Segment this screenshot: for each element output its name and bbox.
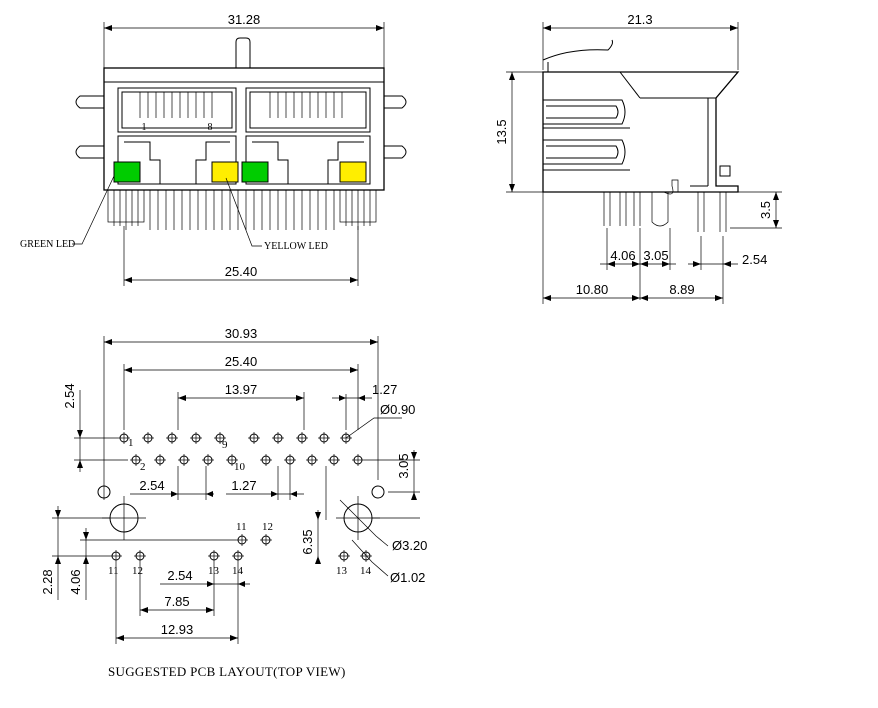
mount-hole-left xyxy=(97,485,111,499)
pin-11-lower: 11 xyxy=(108,565,119,577)
pcb-mid-span: 13.97 xyxy=(225,382,258,397)
port-right xyxy=(245,87,371,185)
side-dim-a: 4.06 xyxy=(610,248,635,263)
green-led-right xyxy=(241,161,269,183)
pad-row-2 xyxy=(130,454,364,466)
pcb-peg-height: 6.35 xyxy=(300,529,315,554)
side-dim-b: 3.05 xyxy=(643,248,668,263)
pcb-led-span-a: 7.85 xyxy=(164,594,189,609)
pin-10: 10 xyxy=(234,461,246,473)
pcb-layout-caption: SUGGESTED PCB LAYOUT(TOP VIEW) xyxy=(108,664,346,679)
pcb-boss-dia: Ø3.20 xyxy=(392,538,427,553)
pcb-offset-127: 1.27 xyxy=(372,382,397,397)
pcb-half-pitch: 1.27 xyxy=(231,478,256,493)
front-pins xyxy=(107,189,377,230)
pin-12-lower: 12 xyxy=(132,565,143,577)
pin-14-right: 14 xyxy=(360,565,372,577)
side-width-dim: 21.3 xyxy=(627,12,652,27)
pin-label-1: 1 xyxy=(142,122,147,133)
pin-13-right: 13 xyxy=(336,565,348,577)
side-height-dim: 13.5 xyxy=(494,119,509,144)
mount-hole-right xyxy=(371,485,385,499)
pin-9: 9 xyxy=(222,439,228,451)
side-dim-right: 8.89 xyxy=(669,282,694,297)
side-pin-length-dim: 3.5 xyxy=(758,201,773,219)
side-view: 21.3 13.5 xyxy=(494,12,782,304)
pad-row-1 xyxy=(118,432,352,444)
green-led-left xyxy=(113,161,141,183)
pcb-overall-width: 30.93 xyxy=(225,326,258,341)
pin-label-8: 8 xyxy=(208,122,213,133)
yellow-led-right xyxy=(339,161,367,183)
front-width-dim: 31.28 xyxy=(228,12,261,27)
pcb-row-pitch: 2.54 xyxy=(139,478,164,493)
pin-2: 2 xyxy=(140,461,146,473)
pcb-boss-height: 3.05 xyxy=(396,453,411,478)
pcb-led-pitch: 2.54 xyxy=(167,568,192,583)
green-led-label: GREEN LED xyxy=(20,239,75,250)
yellow-led-left xyxy=(211,161,239,183)
pin-1: 1 xyxy=(128,437,134,449)
side-dim-left: 10.80 xyxy=(576,282,609,297)
pcb-led-span-b: 12.93 xyxy=(161,622,194,637)
side-pins xyxy=(603,179,727,232)
pin-12: 12 xyxy=(262,521,273,533)
pcb-hole-dia: Ø0.90 xyxy=(380,402,415,417)
pcb-led-pin-dia: Ø1.02 xyxy=(390,570,425,585)
pcb-row-span: 25.40 xyxy=(225,354,258,369)
pin-11: 11 xyxy=(236,521,247,533)
pcb-led-offset-b: 4.06 xyxy=(68,569,83,594)
yellow-led-label: YELLOW LED xyxy=(264,241,328,252)
port-left: 1 8 xyxy=(117,87,237,185)
pcb-led-offset-a: 2.28 xyxy=(40,569,55,594)
pcb-layout: 30.93 25.40 13.97 1.27 2.54 xyxy=(40,326,427,679)
pcb-row-offset-vertical: 2.54 xyxy=(62,383,77,408)
front-view: 31.28 1 8 xyxy=(20,12,407,286)
side-dim-c: 2.54 xyxy=(742,252,767,267)
front-pitch-dim: 25.40 xyxy=(225,264,258,279)
